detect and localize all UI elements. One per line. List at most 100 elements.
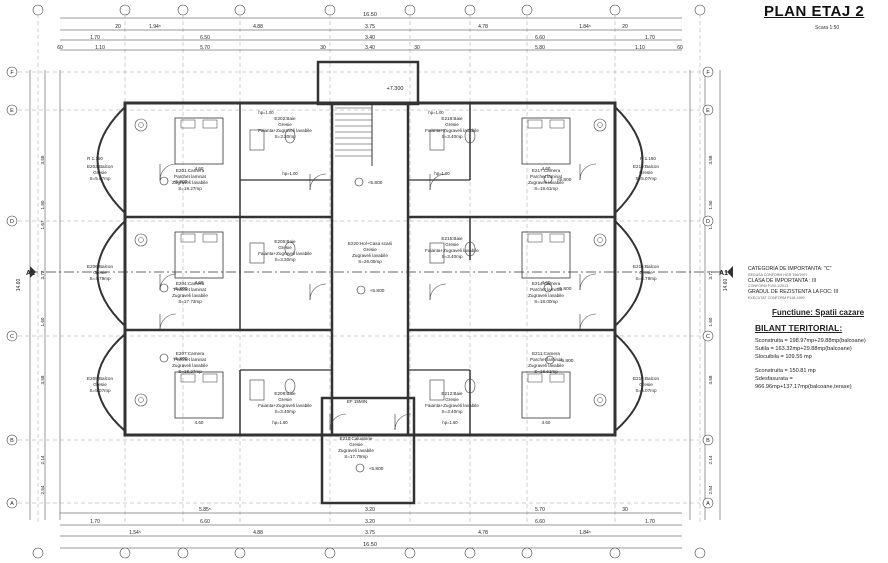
door-swing <box>579 313 597 331</box>
bed-dimension: 4.60 <box>195 280 204 285</box>
bilant-row: Sutila = 163.32mp+29.88mp(balcoane) <box>755 346 852 352</box>
sheet-title: PLAN ETAJ 2 <box>764 3 865 20</box>
dimension-text: 5.70 <box>200 45 210 51</box>
axis-bubble <box>521 547 533 559</box>
door-swing <box>579 273 597 291</box>
room-label-text: S=18.61mp <box>534 186 558 191</box>
dimension-text: 30 <box>622 507 628 513</box>
room-label-text: E213:Balcon <box>633 376 659 381</box>
balcony-arc <box>96 333 126 432</box>
bed-dimension: 4.60 <box>542 420 551 425</box>
toilet-symbol <box>284 241 296 257</box>
bilant-row: Sconstruita = 150.81 mp <box>755 368 816 374</box>
axis-label: B <box>10 438 14 444</box>
stair-tower-wall <box>316 60 420 106</box>
axis-bubble <box>521 4 533 16</box>
balcony-arc <box>614 220 644 327</box>
bed-furniture <box>521 231 571 279</box>
room-label-text: Parchet laminat <box>530 174 563 179</box>
dimension-text: 20 <box>622 24 628 30</box>
dimension-text: 3.58 <box>40 375 45 384</box>
toilet-symbol <box>464 241 476 257</box>
room-label-text: S=5.07mp <box>635 176 657 181</box>
dimension-text: 3.20 <box>365 507 375 513</box>
axis-bubble <box>702 66 714 78</box>
toilet-symbol <box>284 128 296 144</box>
axis-label: A <box>706 501 710 507</box>
function-label: Functiune: Spatii cazare <box>772 308 865 317</box>
level-mark: +5.800 <box>557 177 572 183</box>
pillow <box>202 373 218 383</box>
room-label-text: Parchet laminat <box>174 357 207 362</box>
axis-bubble <box>694 4 706 16</box>
axis-bubble <box>702 104 714 116</box>
room-label-text: Faianta+Zugraveli lavabile <box>258 403 312 408</box>
room-label-text: E218:Baie <box>441 116 463 121</box>
axis-bubble <box>177 547 189 559</box>
room-label-text: Gresie <box>93 382 107 387</box>
level-symbol <box>356 285 366 295</box>
room-label-text: Gresie <box>278 122 292 127</box>
room-label-text: E205:Baie <box>274 239 296 244</box>
level-symbol <box>543 174 553 184</box>
dimension-text: 1.70 <box>90 519 100 525</box>
room-label-text: E201:Camera <box>176 168 205 173</box>
balcony-arc <box>96 220 126 327</box>
room-label-text: E203:Balcon <box>87 164 113 169</box>
toilet-symbol <box>464 128 476 144</box>
axis-bubble <box>6 215 18 227</box>
room-label-text: Zugraveli lavabile <box>172 180 208 185</box>
door-swing <box>159 313 177 331</box>
bed-dimension: 4.60 <box>195 166 204 171</box>
level-symbol <box>543 283 553 293</box>
balcony-arc <box>614 333 644 432</box>
axis-bubble <box>32 547 44 559</box>
level-symbol <box>545 355 555 365</box>
axis-bubble <box>234 4 246 16</box>
room-label-text: S=17.79mp <box>344 454 368 459</box>
dimension-text: 3.20 <box>365 519 375 525</box>
plant-symbol <box>138 237 144 243</box>
category-line: CATEGORIA DE IMPORTANTA: "C" <box>748 266 832 272</box>
axis-bubble <box>6 66 18 78</box>
bed-dimension: 4.60 <box>542 166 551 171</box>
room-label-text: S=5.07mp <box>89 388 111 393</box>
axis-bubble <box>6 330 18 342</box>
fire-resistance-line: GRADUL DE REZISTENTA LA FOC: III <box>748 289 839 295</box>
bed-furniture <box>174 117 224 165</box>
bilant-row: Sconstruita = 198.97mp+29.88mp(balcoane) <box>755 338 866 344</box>
plant-symbol <box>597 122 603 128</box>
bed-furniture <box>521 371 571 419</box>
dimension-text: 1.84⁵ <box>579 530 591 536</box>
level-mark: +5.800 <box>559 358 574 364</box>
pillow <box>549 373 565 383</box>
room-label-text: Faianta+Zugraveli lavabile <box>425 403 479 408</box>
axis-label: E <box>10 108 14 114</box>
door-swing <box>309 283 327 301</box>
dimension-text: 5.80 <box>535 45 545 51</box>
room-label-text: Faianta+Zugraveli lavabile <box>258 128 312 133</box>
room-label-text: E216:Balcon <box>633 264 659 269</box>
door-tag: hp=1.60 <box>442 420 458 425</box>
axis-label: C <box>10 334 14 340</box>
dimension-text: 3.72 <box>40 270 45 279</box>
dimension-text: 1.54⁵ <box>129 530 141 536</box>
level-mark: +5.800 <box>369 466 384 472</box>
dimension-text: 3.58 <box>40 155 45 164</box>
bilant-title: BILANT TERITORIAL: <box>755 323 843 333</box>
level-symbol <box>355 463 365 473</box>
shower-tray <box>249 129 265 151</box>
shower-tray <box>249 242 265 264</box>
dimension-text: 30 <box>414 45 420 51</box>
room-label-text: Zugraveli lavabile <box>172 363 208 368</box>
dimension-text: 1.80 <box>708 200 713 209</box>
bed-dimension: 4.60 <box>542 280 551 285</box>
dimension-text: 14.60 <box>16 279 22 292</box>
dimension-text: 3.40 <box>365 45 375 51</box>
axis-bubble <box>609 547 621 559</box>
level-mark: +5.800 <box>173 286 188 292</box>
dimension-text: 4.88 <box>253 530 263 536</box>
room-label-text: E215:Baie <box>441 236 463 241</box>
room-label-text: Gresie <box>639 270 653 275</box>
plant-symbol <box>597 237 603 243</box>
